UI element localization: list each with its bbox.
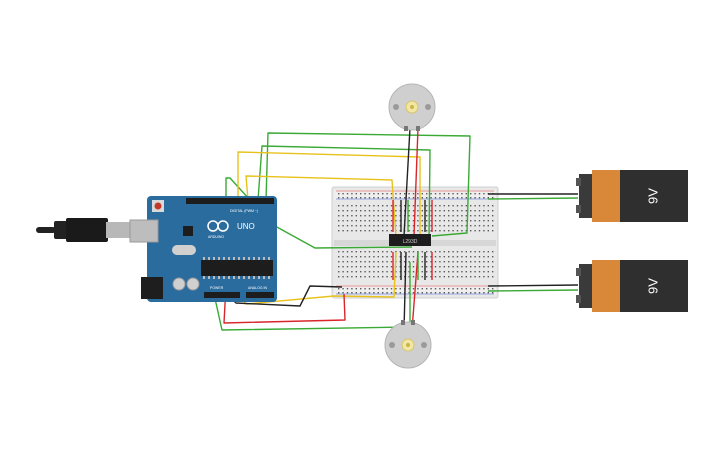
motor-top[interactable] [388, 83, 436, 131]
motor-top-lead-red [413, 127, 419, 237]
battery-2-lead-black [487, 284, 579, 287]
wire-yellow-1 [237, 151, 421, 236]
battery-1[interactable]: 9V [576, 170, 688, 222]
arduino-digital-label: DIGITAL (PWM ~) [230, 209, 258, 213]
battery-2-label: 9V [645, 278, 660, 294]
motor-bottom-lead-red [411, 251, 419, 331]
wire-green-3 [225, 177, 413, 249]
driver-ic[interactable]: L293D [389, 234, 431, 246]
battery-1-label: 9V [645, 188, 660, 204]
battery-2[interactable]: 9V [576, 260, 688, 312]
motor-bottom[interactable] [384, 320, 432, 369]
arduino-logo [207, 220, 229, 232]
wire-green-4 [211, 262, 411, 331]
battery-2-lead-green [487, 289, 579, 292]
arduino-power-label: POWER [210, 286, 224, 290]
wire-green-2 [257, 145, 431, 241]
arduino-model-label: UNO [237, 222, 255, 231]
motor-top-lead-black [403, 127, 411, 237]
breadboard-holes [338, 193, 494, 294]
microcontroller-pins [203, 257, 270, 279]
arduino-analog-label: ANALOG IN [248, 286, 268, 290]
driver-ic-label: L293D [403, 239, 418, 245]
wire-yellow-2 [245, 175, 397, 238]
wire-green-1 [265, 132, 471, 237]
arduino-board[interactable]: UNO ARDUINO DIGITAL (PWM ~) POWER ANALOG… [129, 196, 277, 302]
battery-1-lead-green [487, 197, 579, 200]
wire-red-1 [223, 284, 346, 324]
usb-cable [36, 218, 132, 242]
motor-bottom-lead-black [403, 251, 407, 331]
arduino-brand-label: ARDUINO [208, 235, 224, 239]
